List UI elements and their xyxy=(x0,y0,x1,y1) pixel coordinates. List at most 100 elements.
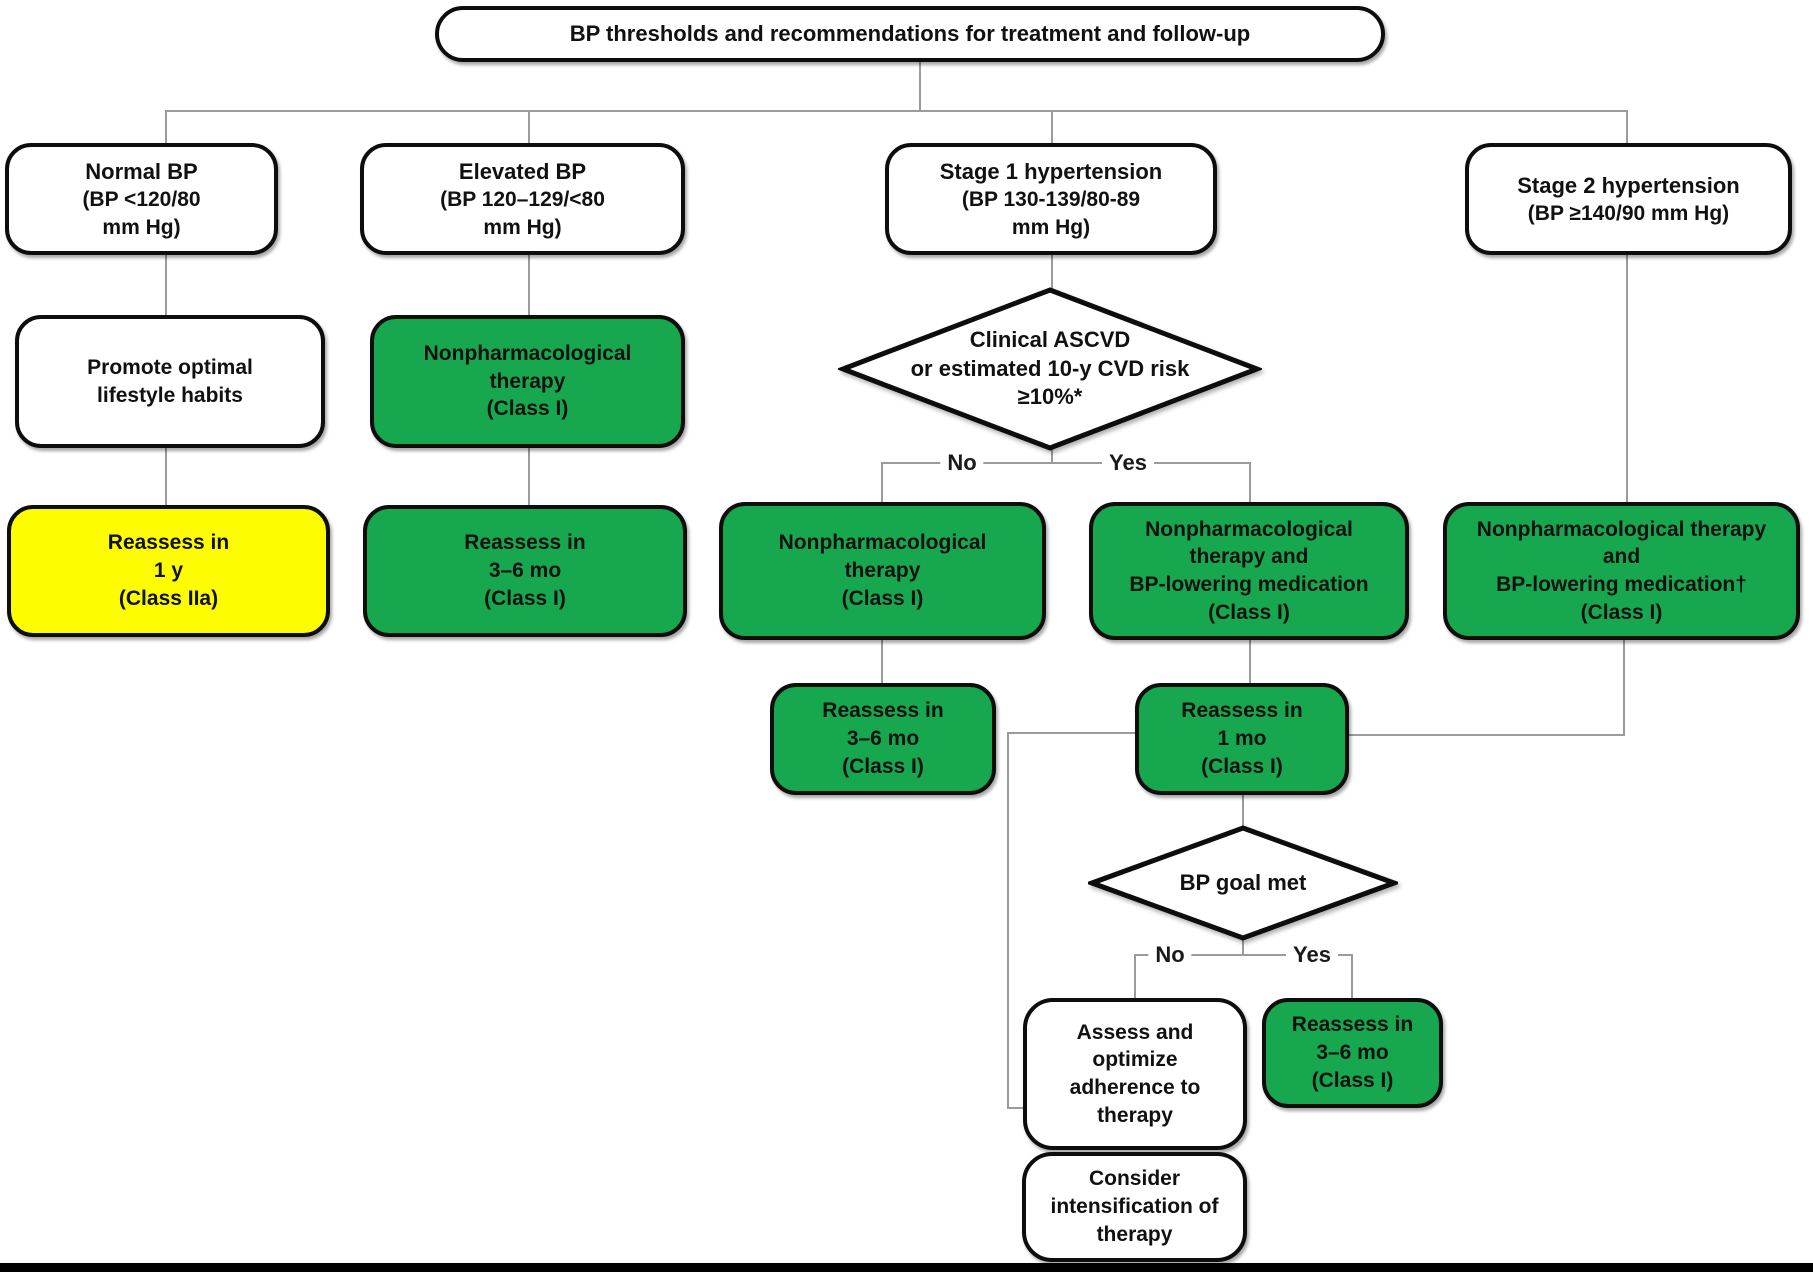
text-line: (Class I) xyxy=(484,586,566,610)
node-promote-lifestyle: Promote optimal lifestyle habits xyxy=(15,315,325,448)
branch-label-no: No xyxy=(1148,942,1192,968)
node-nonpharm-therapy-no-branch: Nonpharmacological therapy (Class I) xyxy=(719,502,1046,640)
text-line: therapy xyxy=(1097,1103,1173,1127)
node-reassess-3-6mo-yes-branch: Reassess in 3–6 mo (Class I) xyxy=(1262,998,1443,1108)
category-detail: (BP 120–129/<80 xyxy=(440,187,605,211)
node-consider-intensification: Consider intensification of therapy xyxy=(1022,1152,1247,1262)
connector-line xyxy=(528,448,530,507)
node-title: BP thresholds and recommendations for tr… xyxy=(435,6,1385,62)
connector-line xyxy=(165,110,1628,112)
diamond-shape xyxy=(1088,825,1398,941)
text-line: therapy xyxy=(489,369,566,393)
category-detail: mm Hg) xyxy=(1011,215,1091,239)
connector-line xyxy=(1626,255,1628,504)
connector-line xyxy=(1134,954,1136,998)
connector-line xyxy=(1007,1107,1025,1109)
text-line: adherence to xyxy=(1069,1076,1201,1099)
node-reassess-1y: Reassess in 1 y (Class IIa) xyxy=(7,505,330,637)
connector-line xyxy=(1051,110,1053,145)
text-line: 3–6 mo xyxy=(846,727,920,751)
connector-line xyxy=(1623,640,1625,736)
connector-line xyxy=(1249,640,1251,685)
text-line: (Class I) xyxy=(1201,754,1283,778)
branch-label-yes: Yes xyxy=(1286,942,1338,968)
connector-line xyxy=(1242,795,1244,828)
connector-line xyxy=(1626,110,1628,145)
decision-text: BP goal met xyxy=(1088,824,1398,942)
connector-line xyxy=(528,255,530,317)
connector-line xyxy=(1051,449,1053,463)
connector-line xyxy=(1134,954,1352,956)
text-line: Reassess in xyxy=(822,699,944,723)
text-line: 3–6 mo xyxy=(1316,1041,1389,1065)
image-bottom-border xyxy=(0,1263,1813,1272)
text-line: (Class I) xyxy=(1208,600,1290,624)
category-detail: mm Hg) xyxy=(102,215,181,239)
text-line: 3–6 mo xyxy=(488,559,562,583)
text-line: BP goal met xyxy=(1179,869,1307,895)
decision-bp-goal-met: BP goal met xyxy=(1088,824,1398,942)
category-heading: Normal BP xyxy=(85,158,198,184)
connector-line xyxy=(881,462,1251,464)
category-detail: (BP <120/80 xyxy=(82,187,201,211)
connector-line xyxy=(1007,732,1009,1109)
text-line: optimize xyxy=(1092,1048,1178,1072)
node-stage1-hypertension: Stage 1 hypertension (BP 130-139/80-89 m… xyxy=(885,143,1217,255)
text-line: (Class I) xyxy=(842,754,924,778)
node-stage2-therapy: Nonpharmacological therapy and BP-loweri… xyxy=(1443,502,1800,640)
category-heading: Elevated BP xyxy=(458,158,587,184)
node-reassess-1mo: Reassess in 1 mo (Class I) xyxy=(1135,683,1349,795)
text-line: Reassess in xyxy=(1181,699,1303,723)
node-reassess-3-6mo-no-branch: Reassess in 3–6 mo (Class I) xyxy=(770,683,996,795)
text-line: Reassess in xyxy=(464,531,586,555)
node-assess-adherence: Assess and optimize adherence to therapy xyxy=(1023,998,1247,1150)
decision-ascvd-risk: Clinical ASCVD or estimated 10-y CVD ris… xyxy=(838,285,1262,453)
connector-line xyxy=(165,255,167,317)
category-heading: Stage 2 hypertension xyxy=(1517,172,1740,198)
text-line: Reassess in xyxy=(1291,1013,1414,1037)
branch-label-yes: Yes xyxy=(1102,450,1154,476)
text-line: Reassess in xyxy=(107,531,230,555)
category-detail: (BP ≥140/90 mm Hg) xyxy=(1527,201,1730,225)
node-normal-bp: Normal BP (BP <120/80 mm Hg) xyxy=(5,143,278,255)
text-line: or estimated 10-y CVD risk xyxy=(910,355,1190,381)
node-reassess-3-6mo-elevated: Reassess in 3–6 mo (Class I) xyxy=(363,505,687,637)
text-line: intensification of xyxy=(1050,1195,1219,1219)
connector-line xyxy=(1051,255,1053,289)
node-nonpharm-plus-medication-yes-branch: Nonpharmacological therapy and BP-loweri… xyxy=(1089,502,1409,640)
text-line: BP-lowering medication xyxy=(1129,573,1369,596)
text-line: ≥10%* xyxy=(1017,384,1083,410)
connector-line xyxy=(1351,954,1353,998)
text-line: (Class I) xyxy=(1311,1068,1394,1092)
category-detail: mm Hg) xyxy=(483,215,562,239)
connector-line xyxy=(881,640,883,685)
connector-line xyxy=(165,448,167,507)
text-line: therapy xyxy=(1096,1222,1173,1246)
text-line: 1 mo xyxy=(1217,727,1267,751)
connector-line xyxy=(528,110,530,145)
connector-line xyxy=(919,62,921,112)
text-line: (Class I) xyxy=(841,586,924,610)
category-detail: (BP 130-139/80-89 xyxy=(961,187,1141,211)
text-line: and xyxy=(1602,545,1641,569)
connector-line xyxy=(1249,462,1251,504)
text-line: Nonpharmacological xyxy=(1145,517,1353,541)
text-line: therapy xyxy=(844,559,921,583)
text-line: Promote optimal xyxy=(87,355,253,379)
node-stage2-hypertension: Stage 2 hypertension (BP ≥140/90 mm Hg) xyxy=(1465,143,1792,255)
connector-line xyxy=(881,462,883,504)
text-line: Nonpharmacological xyxy=(778,531,987,555)
diamond-shape xyxy=(838,287,1262,451)
text-line: therapy and xyxy=(1189,545,1309,569)
category-heading: Stage 1 hypertension xyxy=(939,158,1163,184)
text-line: Assess and xyxy=(1076,1020,1194,1044)
connector-line xyxy=(165,110,167,145)
branch-label-no: No xyxy=(940,450,984,476)
connector-line xyxy=(1242,938,1244,955)
text-line: (Class I) xyxy=(1580,600,1663,624)
text-line: (Class I) xyxy=(486,397,569,421)
text-line: lifestyle habits xyxy=(97,383,243,407)
text-line: Consider xyxy=(1088,1167,1180,1191)
text-line: Nonpharmacological xyxy=(423,341,632,365)
